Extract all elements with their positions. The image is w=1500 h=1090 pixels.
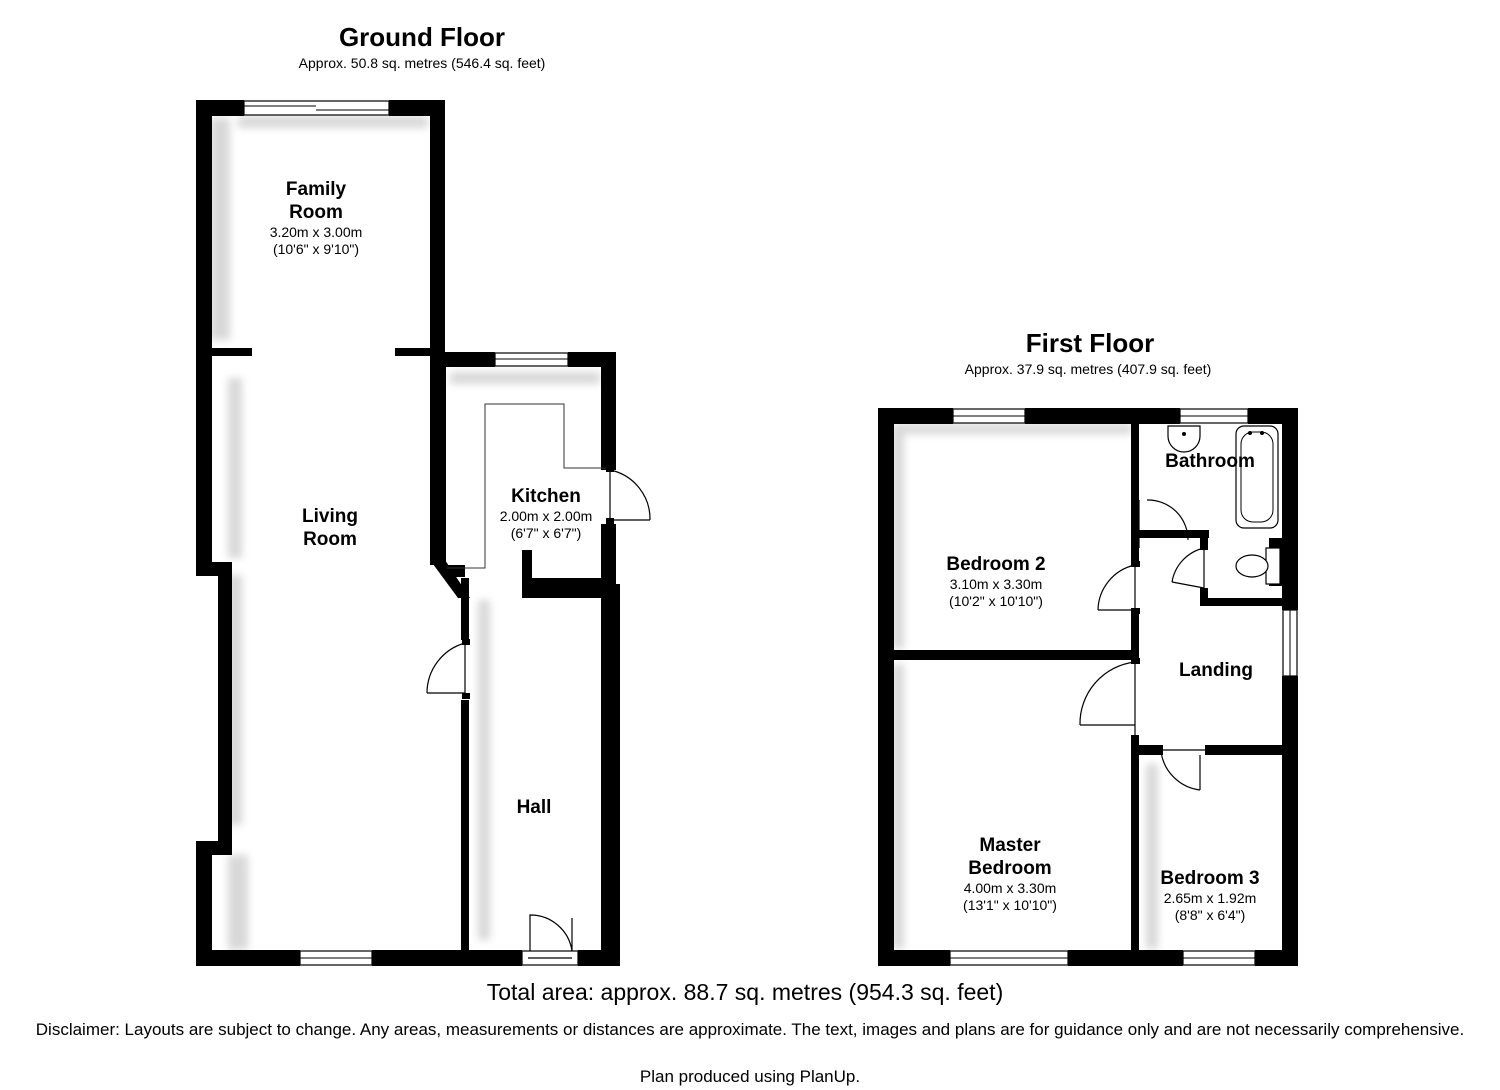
disclaimer: Disclaimer: Layouts are subject to chang…	[35, 1020, 1465, 1039]
room-dimensions: 2.65m x 1.92m	[1163, 890, 1257, 906]
room-dimensions: 2.00m x 2.00m	[499, 508, 593, 524]
room-label-master-bedroom: Master Bedroom 4.00m x 3.30m (13'1" x 10…	[910, 834, 1110, 914]
plan-credit: Plan produced using PlanUp.	[639, 1067, 861, 1086]
ground-floor-area: Approx. 50.8 sq. metres (546.4 sq. feet)	[298, 55, 546, 71]
room-name-line: Family	[285, 179, 347, 200]
room-label-bathroom: Bathroom	[1150, 450, 1270, 473]
first-floor-plan	[878, 408, 1298, 966]
room-dimensions-imperial: (10'6" x 9'10")	[272, 241, 360, 257]
room-label-kitchen: Kitchen 2.00m x 2.00m (6'7" x 6'7")	[466, 485, 626, 542]
room-name-line: Bedroom 3	[1160, 868, 1260, 889]
room-label-landing: Landing	[1156, 659, 1276, 682]
first-floor-title: First Floor	[1025, 328, 1155, 358]
room-name-line: Bedroom	[968, 858, 1052, 879]
room-dimensions-imperial: (13'1" x 10'10")	[963, 897, 1057, 913]
room-name-line: Bedroom 2	[946, 554, 1046, 575]
room-name-line: Hall	[516, 797, 552, 818]
room-name-line: Master	[979, 835, 1041, 856]
room-dimensions-imperial: (10'2" x 10'10")	[949, 593, 1043, 609]
room-dimensions: 4.00m x 3.30m	[963, 880, 1057, 896]
room-name-line: Bathroom	[1165, 451, 1255, 472]
room-dimensions-imperial: (8'8" x 6'4")	[1174, 907, 1246, 923]
ground-floor-plan	[196, 100, 651, 966]
total-area: Total area: approx. 88.7 sq. metres (954…	[486, 979, 1004, 1005]
room-name-line: Kitchen	[511, 486, 581, 507]
room-name-line: Room	[289, 202, 343, 223]
room-label-hall: Hall	[474, 796, 594, 819]
first-floor-area: Approx. 37.9 sq. metres (407.9 sq. feet)	[964, 361, 1212, 377]
room-name-line: Landing	[1179, 660, 1253, 681]
room-dimensions: 3.20m x 3.00m	[269, 224, 363, 240]
room-dimensions: 3.10m x 3.30m	[949, 576, 1043, 592]
room-name-line: Living	[302, 506, 358, 527]
room-label-bedroom-2: Bedroom 2 3.10m x 3.30m (10'2" x 10'10")	[896, 553, 1096, 610]
room-label-family-room: Family Room 3.20m x 3.00m (10'6" x 9'10"…	[216, 178, 416, 258]
room-label-living-room: Living Room	[230, 505, 430, 551]
ground-floor-title: Ground Floor	[338, 22, 506, 52]
room-label-bedroom-3: Bedroom 3 2.65m x 1.92m (8'8" x 6'4")	[1140, 867, 1280, 924]
room-dimensions-imperial: (6'7" x 6'7")	[510, 525, 582, 541]
room-name-line: Room	[303, 529, 357, 550]
